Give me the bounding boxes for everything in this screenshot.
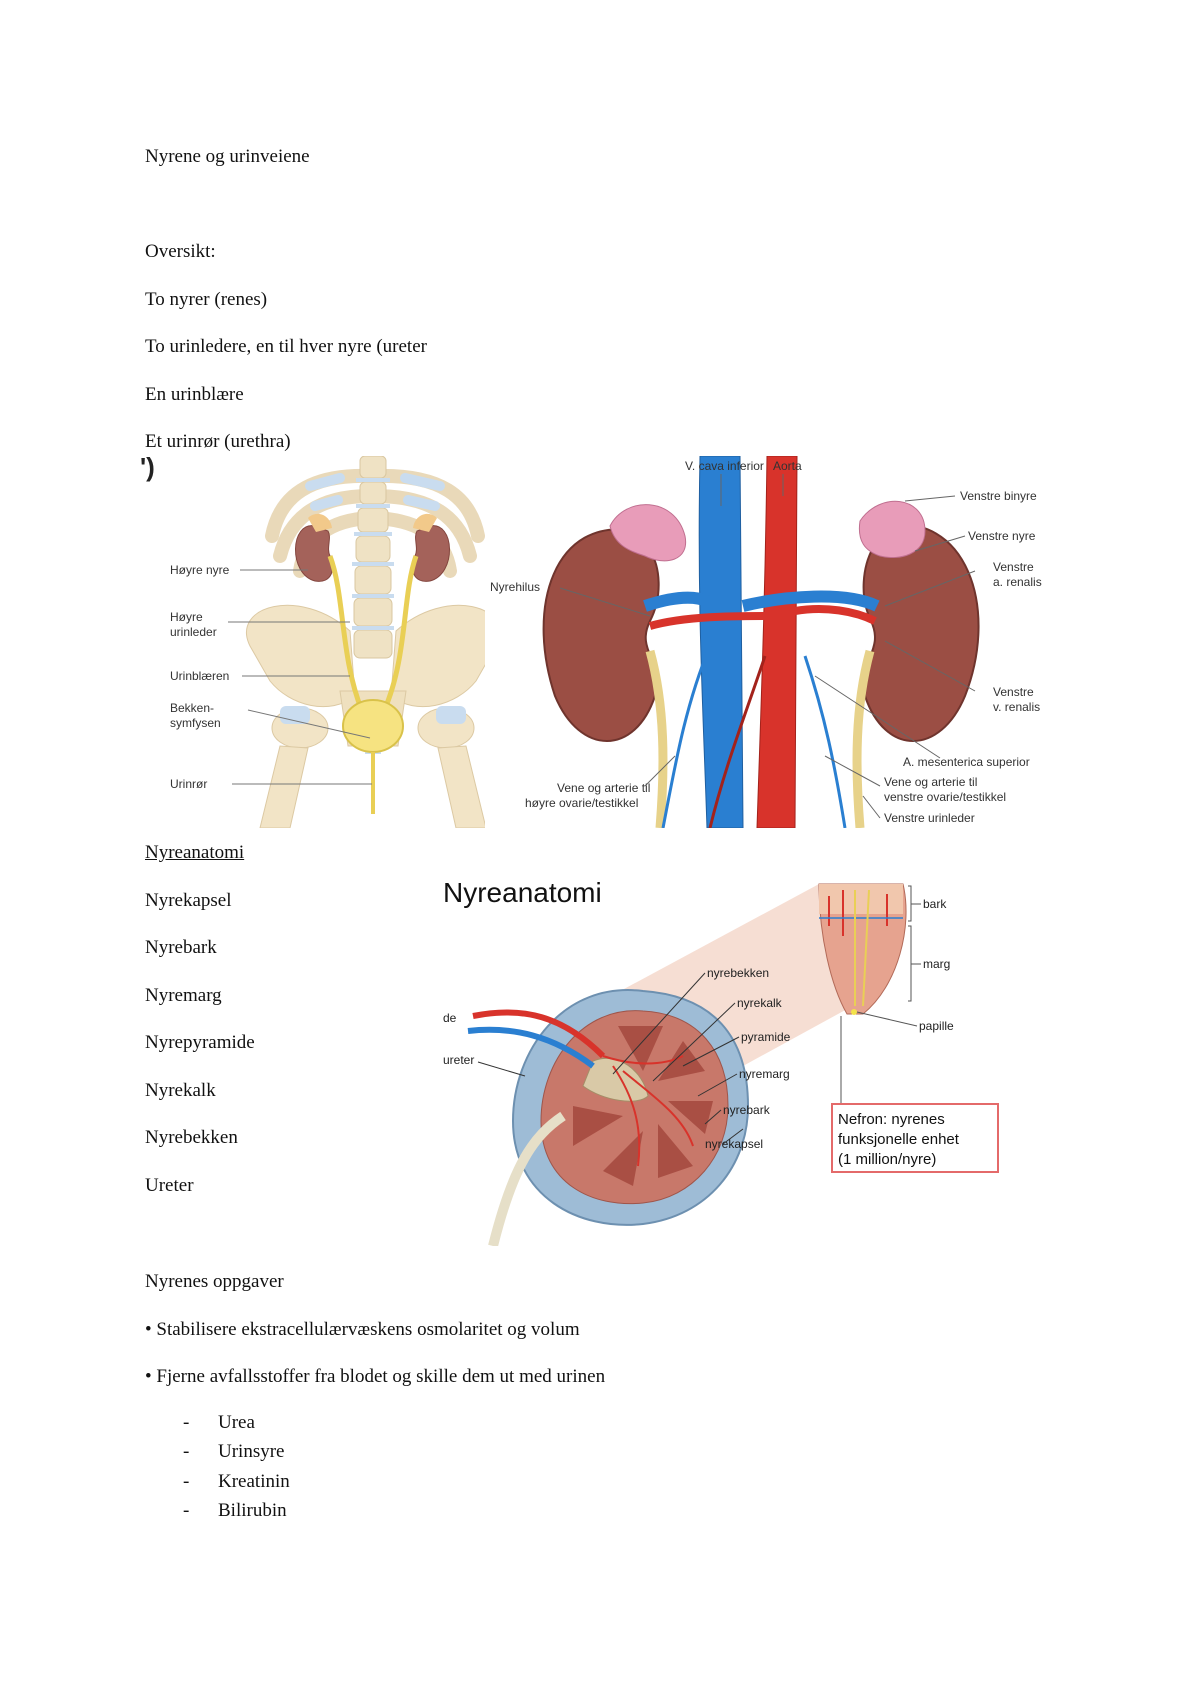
label-venstre-v-renalis: Venstre: [993, 685, 1034, 699]
label-nyrehilus: Nyrehilus: [490, 580, 540, 594]
anatomy-heading: Nyreanatomi: [145, 842, 245, 863]
label-hoyre-urinleder: Høyre: [170, 610, 203, 624]
urinary-system-figure: Høyre nyre Høyre urinleder Urinblæren Be…: [140, 456, 510, 828]
label-nyrebark: nyrebark: [723, 1103, 771, 1117]
label-de: de: [443, 1011, 457, 1025]
list-item: -Urea: [183, 1412, 255, 1433]
label-nyremarg: nyremarg: [739, 1067, 790, 1081]
overview-item: En urinblære: [145, 384, 244, 405]
label-vene-arterie-hoyre: Vene og arterie til: [557, 781, 650, 795]
task-item: • Fjerne avfallsstoffer fra blodet og sk…: [145, 1366, 606, 1387]
nefron-caption: Nefron: nyrenes: [838, 1111, 945, 1128]
label-marg: marg: [923, 957, 950, 971]
label-papille: papille: [919, 1019, 954, 1033]
label-hoyre-urinleder: urinleder: [170, 625, 217, 639]
label-venstre-a-renalis: a. renalis: [993, 575, 1042, 589]
label-venstre-v-renalis: v. renalis: [993, 700, 1040, 714]
anatomy-item: Nyrebark: [145, 937, 217, 958]
label-bekkensymfysen: symfysen: [170, 716, 221, 730]
label-pyramide: pyramide: [741, 1030, 791, 1044]
list-item: -Bilirubin: [183, 1499, 287, 1521]
label-vene-arterie-venstre: Vene og arterie til: [884, 775, 977, 789]
label-vene-arterie-hoyre: høyre ovarie/testikkel: [525, 796, 638, 810]
svg-text:'): '): [140, 456, 155, 482]
label-venstre-a-renalis: Venstre: [993, 560, 1034, 574]
label-aorta: Aorta: [773, 459, 802, 473]
task-item: • Stabilisere ekstracellulærvæskens osmo…: [145, 1319, 580, 1340]
label-hoyre-nyre: Høyre nyre: [170, 563, 230, 577]
label-venstre-nyre: Venstre nyre: [968, 529, 1036, 543]
label-urinblaeren: Urinblæren: [170, 669, 229, 683]
list-item: -Kreatinin: [183, 1470, 290, 1492]
label-vene-arterie-venstre: venstre ovarie/testikkel: [884, 790, 1006, 804]
waste-list: -Urea -Urinsyre -Kreatinin -Bilirubin: [183, 1408, 290, 1525]
label-bark: bark: [923, 897, 947, 911]
label-nyrekapsel: nyrekapsel: [705, 1137, 763, 1151]
kidney-vessels-figure: V. cava inferior Aorta Venstre binyre Ve…: [485, 456, 1055, 828]
label-nyrebekken: nyrebekken: [707, 966, 769, 980]
label-a-mesenterica-superior: A. mesenterica superior: [903, 755, 1030, 769]
anatomy-item: Nyrekapsel: [145, 890, 232, 911]
overview-item: To nyrer (renes): [145, 289, 268, 310]
label-ureter: ureter: [443, 1053, 474, 1067]
figure-title: Nyreanatomi: [443, 877, 602, 908]
label-venstre-binyre: Venstre binyre: [960, 489, 1037, 503]
tasks-heading: Nyrenes oppgaver: [145, 1271, 284, 1292]
label-venstre-urinleder: Venstre urinleder: [884, 811, 975, 825]
label-v-cava-inferior: V. cava inferior: [685, 459, 764, 473]
anatomy-item: Nyrepyramide: [145, 1032, 255, 1053]
overview-heading: Oversikt:: [145, 241, 216, 262]
anatomy-item: Ureter: [145, 1175, 194, 1196]
nefron-caption: funksjonelle enhet: [838, 1131, 960, 1148]
document-title: Nyrene og urinveiene: [145, 146, 310, 167]
kidney-anatomy-figure: Nyreanatomi bark marg papille: [443, 866, 1013, 1246]
label-nyrekalk: nyrekalk: [737, 996, 783, 1010]
anatomy-item: Nyrekalk: [145, 1080, 216, 1101]
label-urinror: Urinrør: [170, 777, 207, 791]
nefron-caption: (1 million/nyre): [838, 1151, 936, 1168]
overview-item: Et urinrør (urethra): [145, 431, 291, 452]
label-bekkensymfysen: Bekken-: [170, 701, 214, 715]
anatomy-item: Nyrebekken: [145, 1127, 238, 1148]
list-item: -Urinsyre: [183, 1441, 285, 1463]
anatomy-item: Nyremarg: [145, 985, 222, 1006]
overview-item: To urinledere, en til hver nyre (ureter: [145, 336, 427, 357]
